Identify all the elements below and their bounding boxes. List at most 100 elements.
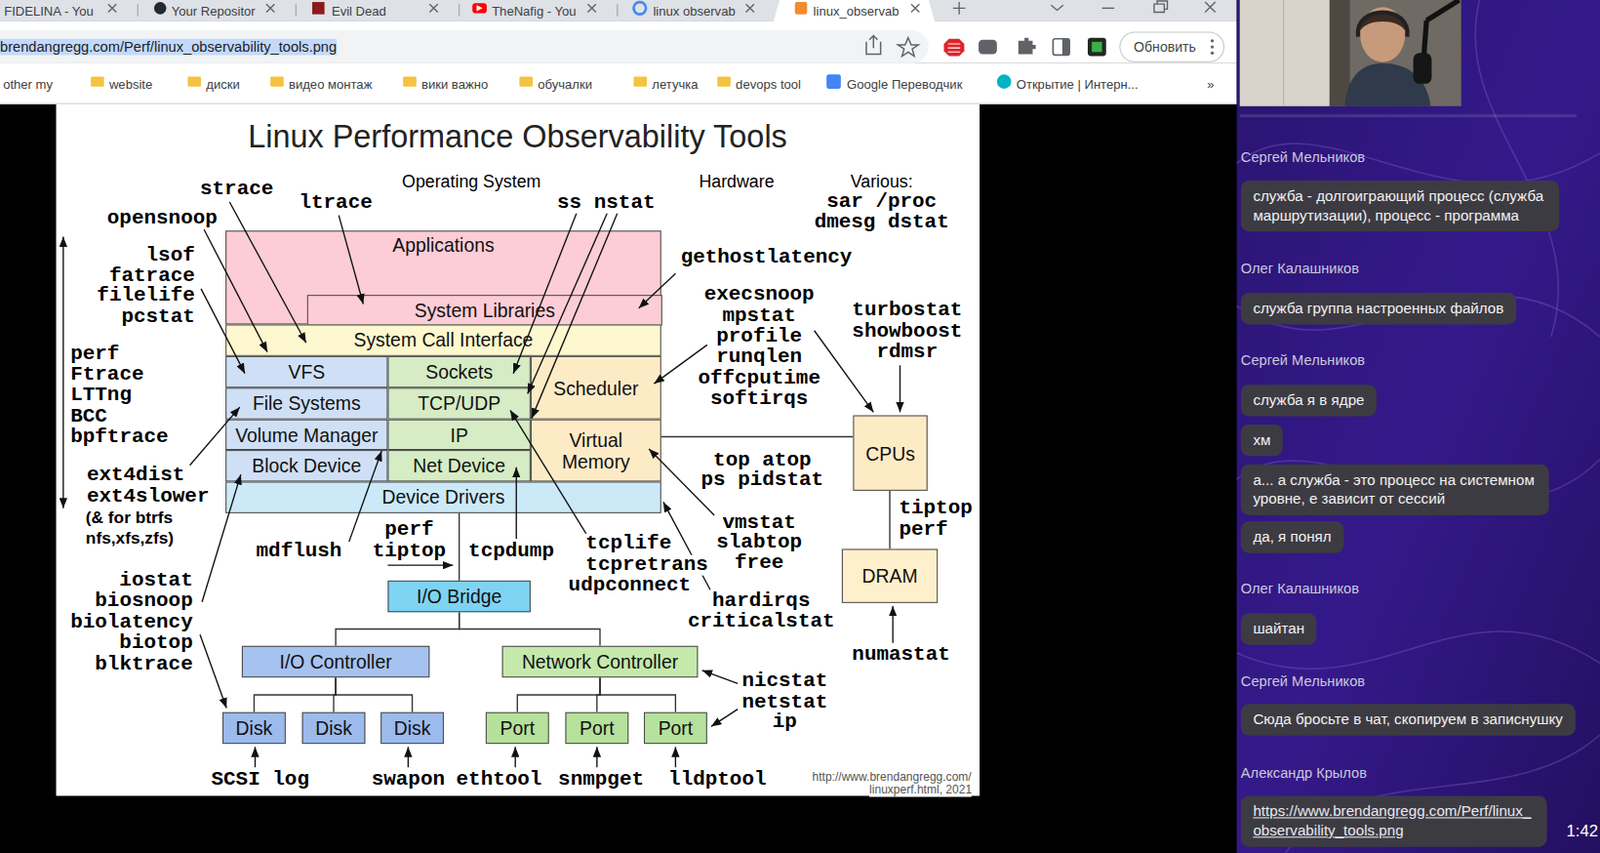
node-label: хм [1252, 430, 1271, 450]
layer-box: IP [387, 419, 530, 450]
youtube-play [476, 4, 482, 11]
tool-name: swapon [370, 768, 446, 790]
leader-arrow [702, 670, 739, 684]
diagram-image [56, 104, 981, 797]
node-label: да, я понял [1252, 527, 1331, 548]
node-label: шайтан [1252, 619, 1305, 640]
folder-icon [187, 76, 201, 86]
extension-icon [978, 40, 998, 55]
chat-author: Сергей Мельников [1240, 350, 1365, 369]
tool-name: netstat [740, 691, 829, 713]
bookmark-label: Google Переводчик [846, 77, 962, 93]
bookmark-label: Google Переводчик [846, 74, 962, 93]
tool-name: ss nstat [556, 193, 657, 214]
tool-name: nicstat [740, 670, 829, 691]
leader-arrow [515, 746, 517, 767]
chat-author: Сергей Мельников [1240, 147, 1365, 166]
tool-name: SCSI log [209, 768, 311, 790]
bookmark-label: диски [205, 74, 240, 93]
tool-name: perf [897, 519, 949, 540]
sidebar-icon-pane [1062, 39, 1070, 56]
tool-name: ethtool [454, 768, 543, 790]
tool-name: vmstat [720, 512, 797, 533]
section-heading: Hardware [698, 172, 774, 194]
tool-name: perf [897, 519, 949, 540]
tool-name: gethostlatency [680, 246, 854, 268]
node-label: Scheduler [553, 376, 639, 399]
node-label: I/O Bridge [416, 585, 502, 607]
tab-title: linux_observab [813, 3, 900, 20]
note-text: nfs,xfs,zfs) [85, 527, 174, 549]
swirl [1237, 295, 1600, 337]
dot [1210, 44, 1214, 48]
credit-text: http://www.brendangregg.com/ [812, 765, 972, 785]
tool-name: ext4dist [85, 465, 187, 486]
tool-name: turbostat [850, 299, 963, 320]
github-favicon [154, 1, 167, 15]
layer-box: ApplicationsSystem Libraries [225, 230, 662, 324]
tool-name: netstat [740, 691, 829, 713]
tool-name: turbostat [850, 299, 963, 320]
google-favicon [634, 1, 647, 15]
tool-name: criticalstat [686, 610, 837, 632]
tab-separator [137, 3, 139, 17]
chat-author: Сергей Мельников [1240, 148, 1365, 166]
leader-arrow [387, 564, 453, 566]
tool-name: ps pidstat [699, 469, 825, 490]
layer-box: Scheduler [530, 356, 662, 420]
chat-bubble: а... а служба - это процесс на системном… [1240, 464, 1550, 516]
new-tab-icon [953, 1, 966, 15]
tool-name: gethostlatency [680, 246, 854, 268]
tool-name: fatrace [108, 265, 197, 286]
layer-box: Block Device [225, 449, 388, 481]
leader-arrow [711, 709, 738, 727]
leader-arrow [338, 215, 363, 305]
node-label: brendangregg.com/Perf/linux_observabilit… [0, 39, 337, 56]
tool-name: rdmsr [875, 341, 939, 362]
chat-author: Александр Крылов [1240, 761, 1367, 781]
node-label: Sockets [425, 360, 493, 383]
disk-box: Disk [222, 712, 286, 744]
chat-bubble: служба - долгоиграющий процесс (служба м… [1240, 180, 1560, 232]
folder-icon [634, 76, 648, 86]
tool-name: slabtop [715, 532, 803, 554]
chat-bubble: служба я в ядре [1240, 384, 1377, 416]
tab-title: Evil Dead [331, 0, 387, 20]
tool-name: biosnoop [93, 590, 195, 611]
chat-author: Сергей Мельников [1240, 351, 1365, 369]
bookmark-label: видео монтаж [288, 74, 372, 93]
connector-line [517, 677, 600, 713]
tab-title: Your Repositor [171, 3, 256, 20]
bookmark-label: обучалки [537, 77, 593, 93]
tool-name: tiptop [371, 540, 447, 561]
section-heading: Various: [850, 172, 914, 194]
leader-arrow [531, 213, 618, 419]
tool-name: tcpretrans [584, 555, 710, 576]
layer-box: Net Device [387, 449, 530, 481]
bookmark-label: devops tool [735, 74, 801, 93]
tool-name: perf [383, 519, 435, 540]
youtube-favicon [472, 2, 487, 13]
bookmark-label: devops tool [735, 77, 801, 93]
leader-arrow [200, 634, 227, 708]
node-label: Volume Manager [235, 423, 378, 445]
update-button: Обновить [1119, 31, 1225, 62]
layer-box: File Systems [225, 387, 388, 419]
adblock-icon [943, 39, 964, 57]
leader-arrow [596, 746, 598, 767]
tool-name: free [733, 553, 785, 574]
bookmark-label: » [1206, 74, 1214, 93]
bookmark-label: летучка [651, 74, 698, 93]
doorway [1329, 0, 1351, 107]
layer-box: VFS [225, 356, 388, 388]
section-heading: Hardware [698, 172, 774, 194]
chat-panel [1237, 0, 1600, 853]
tab-title: Your Repositor [171, 0, 256, 20]
tool-name: biosnoop [93, 590, 195, 611]
section-heading: Operating System [401, 172, 541, 194]
tool-name: runqlen [715, 346, 803, 367]
hardware-box: DRAM [841, 548, 938, 602]
timestamp: 1:42 [1565, 822, 1599, 841]
headphones [1358, 12, 1408, 38]
connector-line [335, 677, 412, 713]
